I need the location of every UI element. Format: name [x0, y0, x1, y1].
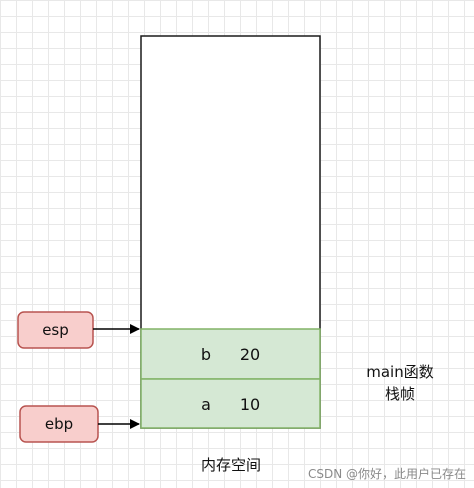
memory-space-label: 内存空间: [201, 456, 261, 474]
esp-register-box: [17, 311, 94, 349]
ebp-register: ebp: [19, 405, 99, 443]
stack-cell-b-box: [140, 328, 321, 380]
stack-cell-b: b 20: [140, 328, 321, 380]
esp-register: esp: [17, 311, 94, 349]
main-frame-label-line2: 栈帧: [385, 385, 415, 403]
stack-cell-a-value: 10: [240, 395, 260, 414]
stack-cell-b-name: b: [201, 345, 211, 364]
stack-cell-a-box: [140, 378, 321, 429]
csdn-watermark: CSDN @你好，此用户已存在: [308, 466, 466, 481]
stack-cell-a-name: a: [201, 395, 211, 414]
main-frame-label-line1: main函数: [366, 363, 433, 381]
ebp-register-label: ebp: [45, 415, 73, 433]
stack-cell-a: a 10: [140, 378, 321, 429]
esp-register-label: esp: [42, 321, 69, 339]
stack-cell-b-value: 20: [240, 345, 260, 364]
